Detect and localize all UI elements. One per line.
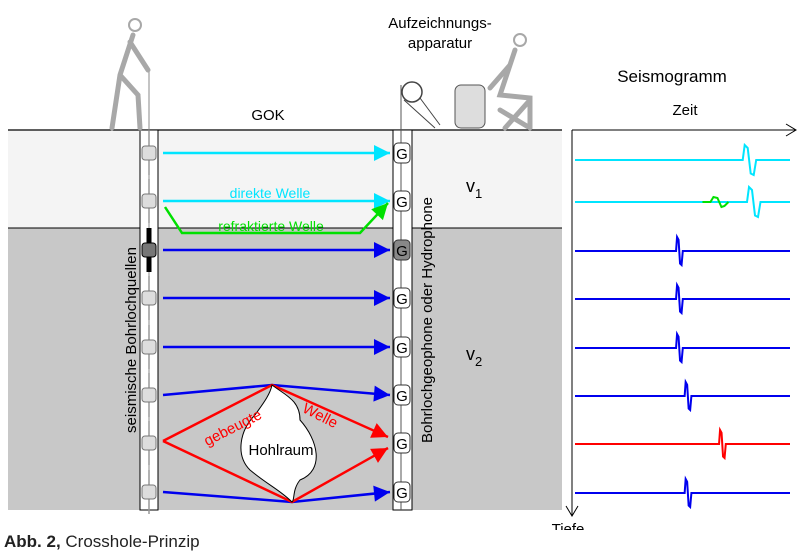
wave-arrow-head xyxy=(374,339,390,355)
layer-v1 xyxy=(8,130,562,228)
direct-wave-label: direkte Welle xyxy=(230,185,311,201)
seismogram-trace xyxy=(575,281,790,316)
recording-apparatus xyxy=(401,81,486,129)
geophone xyxy=(393,384,411,406)
geophone-label: G xyxy=(396,485,408,502)
diagram-canvas: G G G G G G G G Hohlraum GOK direkte Welle refr… xyxy=(8,15,797,538)
borehole-source xyxy=(141,193,157,209)
direct-wave-arrow-head xyxy=(374,145,390,161)
velocity-v1: v1 xyxy=(466,176,482,201)
cavity xyxy=(240,384,317,503)
time-axis xyxy=(572,123,797,137)
borehole-source xyxy=(141,145,157,161)
geophone xyxy=(393,336,411,358)
geophone xyxy=(393,432,411,454)
geophone xyxy=(393,142,411,164)
seismogram-trace xyxy=(575,142,790,177)
geophone-label: G xyxy=(396,194,408,211)
seismogram-trace xyxy=(575,184,790,219)
operator-figure-right xyxy=(487,33,533,131)
geophone-label: G xyxy=(396,146,408,163)
geophone xyxy=(393,190,411,212)
geophone-label: G xyxy=(396,291,408,308)
caption-number: Abb. 2, xyxy=(4,532,61,551)
seismogram-trace xyxy=(575,426,790,461)
depth-axis xyxy=(565,130,579,517)
seismogram-trace xyxy=(575,475,790,510)
geophone xyxy=(393,287,411,309)
depth-axis-label: Tiefe xyxy=(552,521,585,530)
refracted-wave-arrow-head xyxy=(371,203,388,221)
geophone-label: G xyxy=(396,243,408,260)
geophone-label: G xyxy=(396,388,408,405)
wave-arrow-head xyxy=(374,242,390,258)
receivers-label: Bohrlochgeophone oder Hydrophone xyxy=(419,197,436,443)
figure-caption: Abb. 2, Crosshole-Prinzip xyxy=(4,532,200,552)
refracted-wave-arrow xyxy=(163,202,389,235)
recorder-label-1: Aufzeichnungs- xyxy=(388,15,491,32)
recorder-label-2: apparatur xyxy=(408,35,472,52)
seismogram-trace xyxy=(575,330,790,365)
wave-arrow-head xyxy=(373,485,390,502)
borehole-source xyxy=(141,484,157,500)
refracted-arrival xyxy=(702,195,730,209)
wave-arrow-head xyxy=(373,385,390,402)
borehole-source xyxy=(141,435,157,451)
geophone xyxy=(393,481,411,503)
borehole-source xyxy=(141,242,157,258)
wave-arrow-head xyxy=(374,290,390,306)
direct-wave-arrow-head xyxy=(374,193,390,209)
refracted-wave-label: refraktierte Welle xyxy=(218,218,324,234)
borehole-source xyxy=(141,290,157,306)
gok-label: GOK xyxy=(251,107,284,124)
seismogram-trace xyxy=(575,378,790,413)
operator-figure-left xyxy=(109,18,151,131)
seismogram-title: Seismogramm xyxy=(617,67,727,86)
borehole-source xyxy=(141,387,157,403)
geophone-label: G xyxy=(396,340,408,357)
diffracted-wave-arrow-head xyxy=(370,448,388,463)
borehole-source xyxy=(141,339,157,355)
caption-text: Crosshole-Prinzip xyxy=(60,532,200,551)
receiver-borehole xyxy=(392,129,413,511)
velocity-v2: v2 xyxy=(466,344,482,369)
seismogram-trace xyxy=(575,233,790,268)
geophone-label: G xyxy=(396,436,408,453)
diffracted-wave-arrow-head xyxy=(370,423,388,438)
geophone xyxy=(393,239,411,261)
cavity-label: Hohlraum xyxy=(248,442,313,459)
time-axis-label: Zeit xyxy=(672,102,698,119)
sources-label: seismische Bohrlochquellen xyxy=(123,247,140,433)
